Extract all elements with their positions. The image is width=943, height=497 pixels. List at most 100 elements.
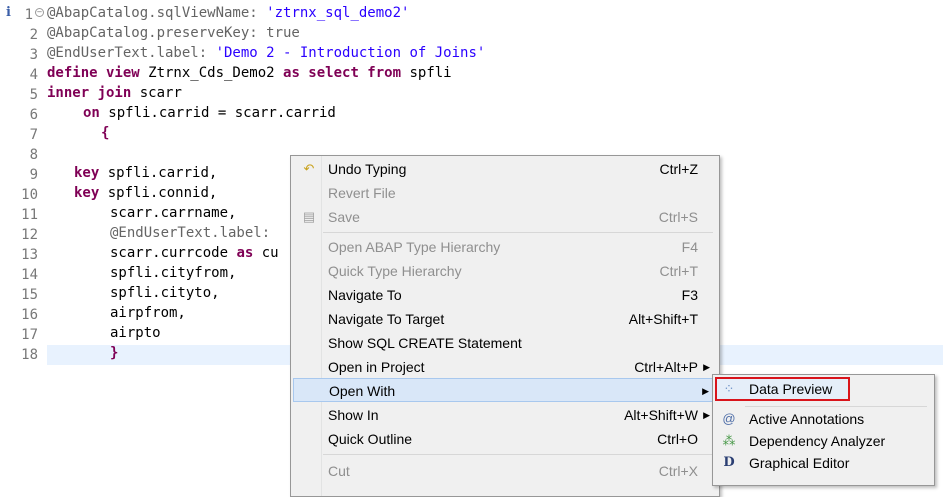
submenu-separator <box>745 406 927 407</box>
submenu-item-data-preview[interactable]: ⁘ Data Preview <box>715 378 931 400</box>
code-line: @EndUserText.label: <box>110 225 270 245</box>
submenu-arrow-icon: ▶ <box>703 410 710 420</box>
menu-item-label: Quick Outline <box>328 431 413 447</box>
menu-item-label: Show SQL CREATE Statement <box>328 335 522 351</box>
menu-item-label: Save <box>328 209 360 225</box>
keyword-token: inner join <box>47 85 132 101</box>
annotation-token: @AbapCatalog.preserveKey: true <box>47 25 300 41</box>
code-token: scarr <box>131 85 182 101</box>
menu-item-open-abap-type-hierarchy[interactable]: Open ABAP Type Hierarchy F4 <box>293 235 717 259</box>
menu-item-label: Revert File <box>328 185 396 201</box>
data-preview-highlight <box>715 377 850 401</box>
tree-icon: ⁂ <box>722 433 736 448</box>
code-line: } <box>110 345 118 365</box>
menu-item-shortcut: F4 <box>681 239 698 255</box>
submenu-item-dependency-analyzer[interactable]: ⁂ Dependency Analyzer <box>715 430 931 452</box>
line-number: 7 <box>29 127 38 143</box>
code-line: airpfrom, <box>110 305 186 321</box>
line-number: 15 <box>21 287 38 303</box>
submenu-item-label: Graphical Editor <box>749 455 850 471</box>
code-line: define view Ztrnx_Cds_Demo2 as select fr… <box>47 65 452 85</box>
keyword-token: as select from <box>283 65 402 81</box>
menu-item-shortcut: Alt+Shift+W <box>624 407 698 423</box>
line-number: 14 <box>21 267 38 283</box>
menu-item-navigate-to[interactable]: Navigate To F3 <box>293 283 717 307</box>
context-menu: ↶ Undo Typing Ctrl+Z Revert File ▤ Save … <box>290 155 720 497</box>
menu-item-shortcut: Ctrl+T <box>659 263 699 279</box>
code-token: cu <box>253 245 279 261</box>
menu-item-label: Navigate To Target <box>328 311 445 327</box>
brace-token: } <box>110 345 119 361</box>
annotation-token: @AbapCatalog.sqlViewName: <box>47 5 267 21</box>
keyword-token: on <box>83 105 100 121</box>
menu-item-show-sql-create-statement[interactable]: Show SQL CREATE Statement <box>293 331 717 355</box>
keyword-token: as <box>236 245 254 261</box>
line-number: 8 <box>29 147 38 163</box>
line-number: 16 <box>21 307 38 323</box>
line-number: 6 <box>29 107 38 123</box>
menu-item-shortcut: Ctrl+X <box>658 463 698 479</box>
menu-item-label: Open ABAP Type Hierarchy <box>328 239 501 255</box>
d-letter-icon: D <box>723 455 735 470</box>
line-number: 17 <box>21 327 38 343</box>
at-sign-icon: @ <box>722 411 736 426</box>
submenu-arrow-icon: ▶ <box>702 386 709 396</box>
code-line: scarr.currcode as cu <box>110 245 279 265</box>
code-token: spfli.connid, <box>99 185 218 201</box>
data-preview-icon: ⁘ <box>723 381 735 396</box>
line-number: 2 <box>29 27 38 43</box>
menu-item-undo-typing[interactable]: ↶ Undo Typing Ctrl+Z <box>293 157 717 181</box>
fold-toggle-icon[interactable]: − <box>35 8 44 17</box>
code-token: scarr.currcode <box>110 245 237 261</box>
menu-item-shortcut: Ctrl+Z <box>659 161 699 177</box>
menu-item-navigate-to-target[interactable]: Navigate To Target Alt+Shift+T <box>293 307 717 331</box>
line-number: 5 <box>29 87 38 103</box>
code-line: key spfli.connid, <box>74 185 217 205</box>
open-with-submenu: ⁘ Data Preview @ Active Annotations ⁂ De… <box>712 374 935 486</box>
menu-icon-column <box>291 156 322 496</box>
code-line: inner join scarr <box>47 85 182 105</box>
menu-item-shortcut: Ctrl+O <box>657 431 698 447</box>
submenu-item-label: Data Preview <box>749 381 833 397</box>
menu-separator <box>323 454 713 455</box>
code-token: spfli <box>401 65 452 81</box>
line-number: 1 <box>24 7 33 23</box>
code-line: spfli.cityto, <box>110 285 220 301</box>
submenu-item-graphical-editor[interactable]: D Graphical Editor <box>715 452 931 474</box>
submenu-item-label: Dependency Analyzer <box>749 433 886 449</box>
code-line: scarr.carrname, <box>110 205 237 221</box>
code-token: spfli.carrid, <box>99 165 218 181</box>
menu-item-save[interactable]: ▤ Save Ctrl+S <box>293 205 717 229</box>
annotation-token: @EndUserText.label: <box>110 225 271 241</box>
code-line: spfli.cityfrom, <box>110 265 237 281</box>
keyword-token: key <box>74 165 100 181</box>
line-number: 12 <box>21 227 38 243</box>
submenu-item-label: Active Annotations <box>749 411 865 427</box>
undo-icon: ↶ <box>303 161 315 176</box>
menu-item-label: Open in Project <box>328 359 425 375</box>
code-line: key spfli.carrid, <box>74 165 217 185</box>
line-number: 10 <box>21 187 38 203</box>
menu-item-quick-type-hierarchy[interactable]: Quick Type Hierarchy Ctrl+T <box>293 259 717 283</box>
menu-item-open-with[interactable]: Open With ▶ <box>293 378 717 402</box>
menu-item-label: Navigate To <box>328 287 402 303</box>
code-line: @EndUserText.label: 'Demo 2 - Introducti… <box>47 45 485 65</box>
line-number: 11 <box>21 207 38 223</box>
brace-token: { <box>101 125 110 141</box>
keyword-token: define view <box>47 65 140 81</box>
menu-item-open-in-project[interactable]: Open in Project Ctrl+Alt+P ▶ <box>293 355 717 379</box>
menu-item-quick-outline[interactable]: Quick Outline Ctrl+O <box>293 427 717 451</box>
string-token: 'ztrnx_sql_demo2' <box>266 5 410 21</box>
submenu-arrow-icon: ▶ <box>703 362 710 372</box>
menu-item-shortcut: Ctrl+Alt+P <box>634 359 698 375</box>
menu-item-cut[interactable]: Cut Ctrl+X <box>293 459 717 483</box>
code-line: on spfli.carrid = scarr.carrid <box>83 105 336 125</box>
keyword-token: key <box>74 185 100 201</box>
line-number: 3 <box>29 47 38 63</box>
menu-item-revert-file[interactable]: Revert File <box>293 181 717 205</box>
annotation-token: @EndUserText.label: <box>47 45 216 61</box>
code-token: Ztrnx_Cds_Demo2 <box>139 65 284 81</box>
code-line: @AbapCatalog.sqlViewName: 'ztrnx_sql_dem… <box>47 5 409 25</box>
menu-item-show-in[interactable]: Show In Alt+Shift+W ▶ <box>293 403 717 427</box>
submenu-item-active-annotations[interactable]: @ Active Annotations <box>715 408 931 430</box>
